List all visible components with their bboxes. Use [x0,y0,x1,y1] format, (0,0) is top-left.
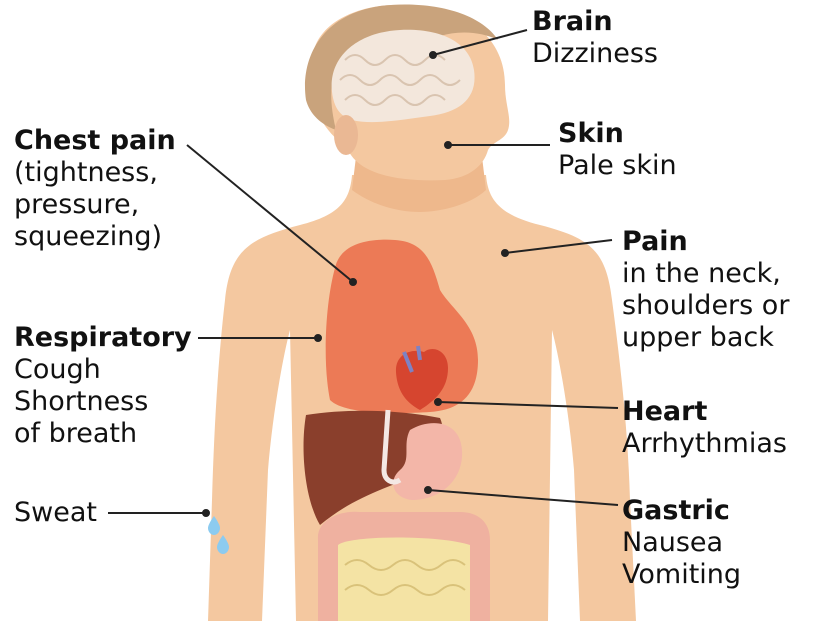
pain-label-line: in the neck, [622,258,789,290]
gastric-label: Gastric Nausea Vomiting [622,495,741,591]
gastric-label-line: Nausea [622,527,741,559]
pain-label-line: shoulders or [622,290,789,322]
heart-leader-dot [435,399,441,405]
skin-label-title: Skin [558,118,677,150]
brain-label-title: Brain [532,6,658,38]
pain-label-title: Pain [622,226,789,258]
ear [334,115,358,155]
respiratory-leader-dot [315,335,321,341]
body-figure [208,4,636,621]
sweat-leader-dot [203,510,209,516]
gastric-label-line: Vomiting [622,559,741,591]
brain-leader-dot [430,52,436,58]
sweat-label-desc: Sweat [14,497,97,529]
heart-label-title: Heart [622,396,787,428]
gastric-leader-dot [425,487,431,493]
brain-label: Brain Dizziness [532,6,658,70]
pain-leader-dot [502,250,508,256]
pain-label: Pain in the neck, shoulders or upper bac… [622,226,789,354]
pain-label-line: upper back [622,322,789,354]
heart-label-desc: Arrhythmias [622,428,787,460]
skin-leader-dot [445,142,451,148]
chest-leader-dot [350,279,356,285]
respiratory-label-line: Cough [14,354,192,386]
skin-label: Skin Pale skin [558,118,677,182]
gastric-label-title: Gastric [622,495,741,527]
respiratory-label-line: Shortness [14,386,192,418]
sweat-label: Sweat [14,497,97,529]
heart-label: Heart Arrhythmias [622,396,787,460]
chest-pain-label-line: (tightness, [14,157,176,189]
skin-label-desc: Pale skin [558,150,677,182]
chest-pain-label-title: Chest pain [14,125,176,157]
small-intestine [338,538,470,621]
respiratory-label: Respiratory Cough Shortness of breath [14,322,192,450]
brain-label-desc: Dizziness [532,38,658,70]
chest-pain-label-line: squeezing) [14,221,176,253]
respiratory-label-line: of breath [14,418,192,450]
chest-pain-label-line: pressure, [14,189,176,221]
chest-pain-label: Chest pain (tightness, pressure, squeezi… [14,125,176,253]
respiratory-label-title: Respiratory [14,322,192,354]
